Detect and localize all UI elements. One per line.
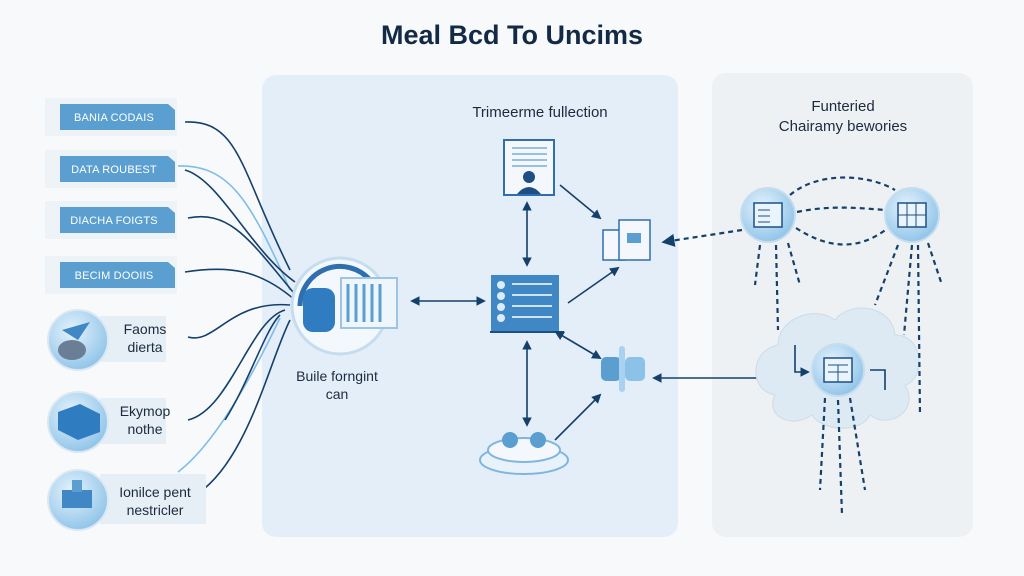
left-tags: BANIA CODAIS DATA ROUBEST DIACHA FOIGTS … — [45, 98, 177, 294]
item-label: nestricler — [127, 502, 184, 518]
storage-box-icon[interactable] — [602, 219, 651, 261]
cloud-stack-icon[interactable] — [479, 432, 569, 475]
page-title: Meal Bcd To Uncims — [381, 20, 643, 50]
network-node-cloud[interactable] — [811, 343, 865, 397]
right-panel — [712, 73, 973, 537]
hub-label: can — [326, 386, 349, 402]
network-node-2[interactable] — [884, 187, 940, 243]
item-label: Faoms — [124, 321, 167, 337]
left-item-2[interactable]: Ionilce pent nestricler — [47, 469, 206, 531]
fan-icon[interactable] — [601, 346, 645, 392]
tag-2[interactable]: DIACHA FOIGTS — [45, 201, 177, 239]
left-connectors — [177, 121, 296, 489]
item-label: dierta — [127, 339, 162, 355]
tag-label: DIACHA FOIGTS — [70, 215, 158, 227]
network-node-1[interactable] — [740, 187, 796, 243]
hub-icon[interactable] — [290, 256, 398, 356]
left-item-0[interactable]: Faoms dierta — [47, 309, 167, 371]
central-list-icon[interactable] — [490, 275, 564, 333]
right-title: Chairamy bewories — [779, 118, 907, 135]
tag-0[interactable]: BANIA CODAIS — [45, 98, 177, 136]
tag-label: BANIA CODAIS — [74, 112, 154, 124]
middle-arrows — [410, 184, 765, 441]
tag-1[interactable]: DATA ROUBEST — [45, 150, 177, 188]
item-label: Ionilce pent — [119, 484, 191, 500]
right-dashed-links — [753, 176, 944, 516]
document-user-icon[interactable] — [503, 139, 555, 196]
left-item-1[interactable]: Ekymop nothe — [47, 391, 171, 453]
middle-title: Trimeerme fullection — [472, 104, 607, 121]
item-label: nothe — [127, 421, 162, 437]
tag-label: DATA ROUBEST — [71, 164, 157, 176]
tag-label: BECIM DOOIIS — [75, 270, 154, 282]
item-label: Ekymop — [120, 403, 171, 419]
right-title: Funteried — [811, 98, 874, 115]
hub-label: Buile forngint — [296, 368, 378, 384]
tag-3[interactable]: BECIM DOOIIS — [45, 256, 177, 294]
